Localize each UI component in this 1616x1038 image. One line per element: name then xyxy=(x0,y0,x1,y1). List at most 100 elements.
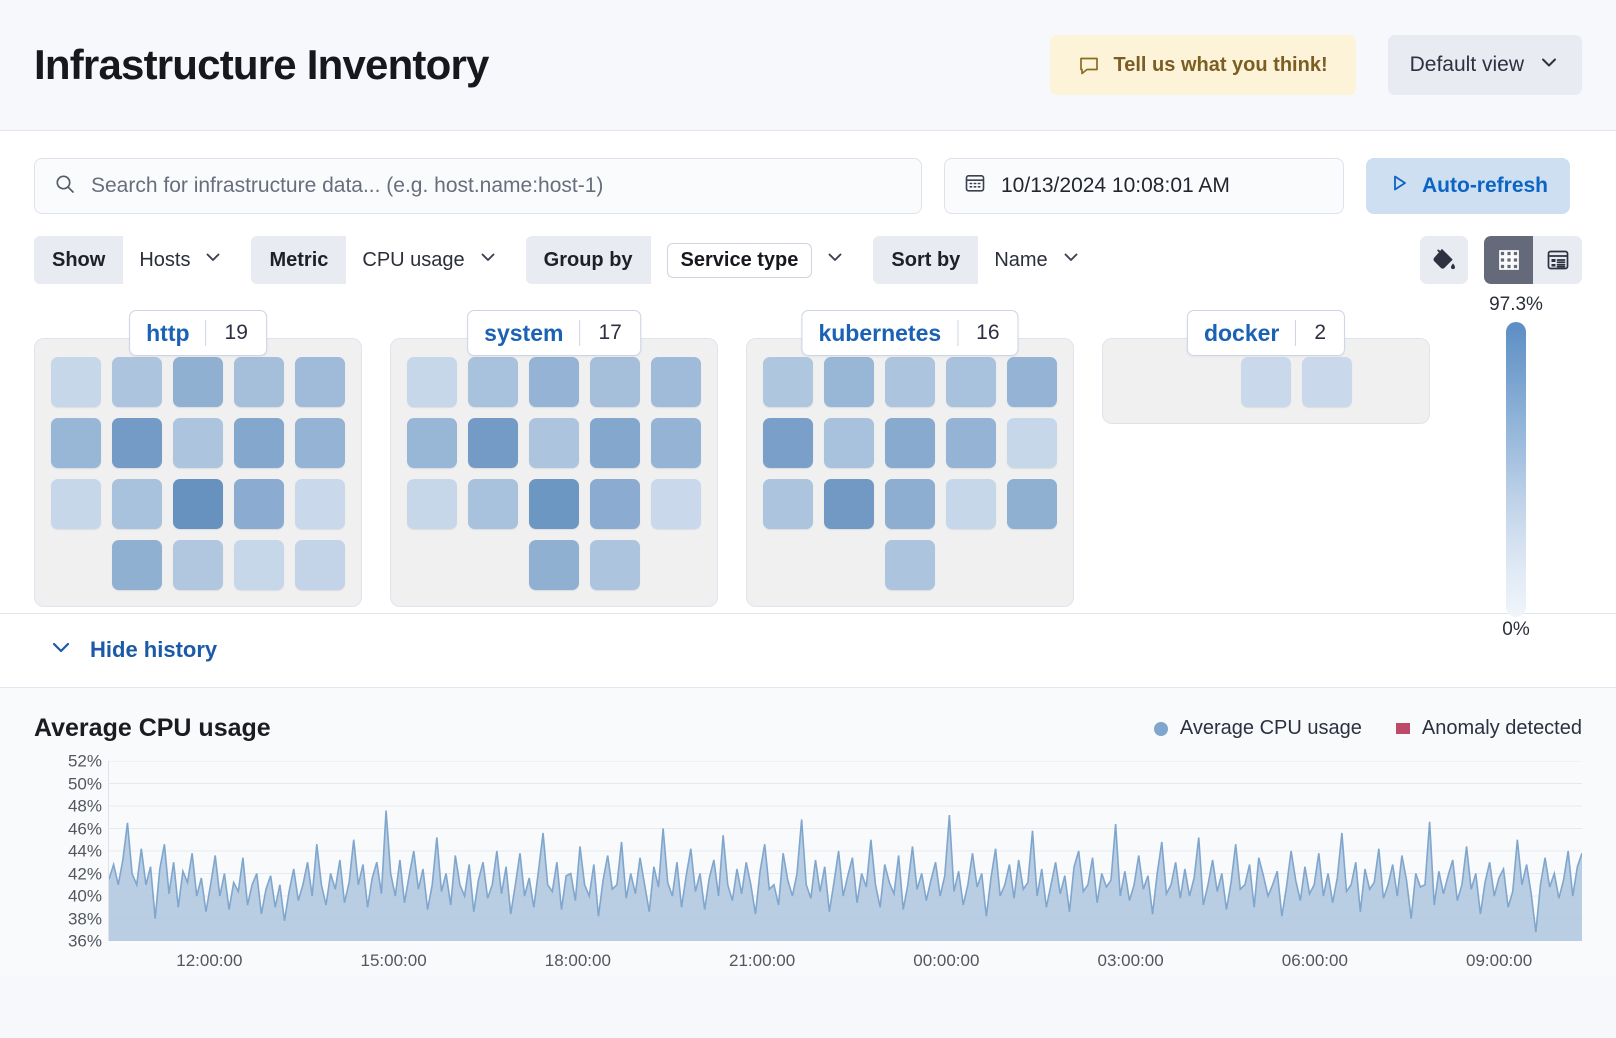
host-tile[interactable] xyxy=(590,357,640,407)
filter-metric[interactable]: Metric CPU usage xyxy=(251,236,514,284)
host-tile[interactable] xyxy=(1007,418,1057,468)
host-tile[interactable] xyxy=(651,479,701,529)
y-axis-tick-label: 36% xyxy=(67,931,102,951)
host-tile[interactable] xyxy=(234,479,284,529)
host-tile[interactable] xyxy=(1007,357,1057,407)
host-tile[interactable] xyxy=(112,540,162,590)
host-tile-grid xyxy=(407,357,701,590)
group-name[interactable]: kubernetes xyxy=(818,319,942,346)
host-tile[interactable] xyxy=(946,479,996,529)
filter-sort-by-value-wrap[interactable]: Name xyxy=(978,236,1097,284)
feedback-button[interactable]: Tell us what you think! xyxy=(1049,35,1356,95)
filter-group-by-value-wrap[interactable]: Service type xyxy=(650,236,862,284)
host-tile[interactable] xyxy=(468,357,518,407)
host-tile[interactable] xyxy=(173,418,223,468)
host-tile[interactable] xyxy=(234,357,284,407)
y-axis-tick-label: 44% xyxy=(67,841,102,861)
host-tile[interactable] xyxy=(885,357,935,407)
host-tile[interactable] xyxy=(651,357,701,407)
filter-metric-value-wrap[interactable]: CPU usage xyxy=(346,236,514,284)
feedback-button-label: Tell us what you think! xyxy=(1113,53,1328,76)
host-tile[interactable] xyxy=(112,418,162,468)
host-tile[interactable] xyxy=(295,479,345,529)
filter-metric-value: CPU usage xyxy=(362,248,465,271)
host-tile[interactable] xyxy=(590,418,640,468)
table-view-icon[interactable] xyxy=(1533,236,1582,284)
group-name[interactable]: http xyxy=(146,319,190,346)
legend-min-value: 0% xyxy=(1502,619,1530,640)
chart-canvas[interactable] xyxy=(108,761,1582,941)
host-tile[interactable] xyxy=(51,418,101,468)
host-tile[interactable] xyxy=(407,479,457,529)
paint-bucket-icon[interactable] xyxy=(1420,236,1468,284)
host-tile[interactable] xyxy=(529,479,579,529)
host-tile[interactable] xyxy=(234,418,284,468)
host-tile[interactable] xyxy=(763,418,813,468)
host-tile[interactable] xyxy=(295,540,345,590)
host-tile[interactable] xyxy=(468,418,518,468)
host-tile[interactable] xyxy=(234,540,284,590)
host-tile[interactable] xyxy=(529,418,579,468)
history-toggle[interactable]: Hide history xyxy=(0,614,1616,688)
chevron-down-icon xyxy=(1061,247,1081,273)
host-tile[interactable] xyxy=(529,357,579,407)
host-tile[interactable] xyxy=(407,357,457,407)
filter-group-by-label: Group by xyxy=(525,236,651,284)
host-tile[interactable] xyxy=(51,479,101,529)
host-tile[interactable] xyxy=(946,357,996,407)
host-tile[interactable] xyxy=(1007,479,1057,529)
host-tile[interactable] xyxy=(407,418,457,468)
x-axis-tick-label: 00:00:00 xyxy=(913,951,980,970)
search-box[interactable] xyxy=(34,158,922,214)
host-tile[interactable] xyxy=(468,479,518,529)
filter-sort-by[interactable]: Sort by Name xyxy=(873,236,1097,284)
host-tile[interactable] xyxy=(590,479,640,529)
host-tile[interactable] xyxy=(590,540,640,590)
grid-view-icon[interactable] xyxy=(1484,236,1533,284)
default-view-label: Default view xyxy=(1409,53,1524,76)
group-name[interactable]: system xyxy=(484,319,564,346)
group-name[interactable]: docker xyxy=(1203,319,1280,346)
view-mode-toggle[interactable] xyxy=(1484,236,1582,284)
host-tile[interactable] xyxy=(885,418,935,468)
x-axis-tick-label: 03:00:00 xyxy=(1097,951,1164,970)
host-tile[interactable] xyxy=(885,479,935,529)
search-input[interactable] xyxy=(91,174,903,198)
filter-show[interactable]: Show Hosts xyxy=(34,236,240,284)
host-tile[interactable] xyxy=(1302,357,1352,407)
host-tile[interactable] xyxy=(824,418,874,468)
host-tile[interactable] xyxy=(173,540,223,590)
host-tile[interactable] xyxy=(51,357,101,407)
host-tile[interactable] xyxy=(295,418,345,468)
host-tile[interactable] xyxy=(763,357,813,407)
host-tile[interactable] xyxy=(112,479,162,529)
chart-title: Average CPU usage xyxy=(34,714,271,742)
filter-group-by[interactable]: Group by Service type xyxy=(525,236,862,284)
host-tile[interactable] xyxy=(112,357,162,407)
host-tile[interactable] xyxy=(763,479,813,529)
host-tile[interactable] xyxy=(295,357,345,407)
y-axis-tick-label: 48% xyxy=(67,796,102,816)
host-tile[interactable] xyxy=(651,418,701,468)
host-tile[interactable] xyxy=(529,540,579,590)
host-tile[interactable] xyxy=(1241,357,1291,407)
filter-show-value-wrap[interactable]: Hosts xyxy=(123,236,240,284)
host-tile[interactable] xyxy=(173,357,223,407)
host-tile[interactable] xyxy=(173,479,223,529)
date-picker[interactable]: 10/13/2024 10:08:01 AM xyxy=(944,158,1344,214)
default-view-button[interactable]: Default view xyxy=(1387,35,1582,95)
host-tile[interactable] xyxy=(885,540,935,590)
host-tile[interactable] xyxy=(824,357,874,407)
auto-refresh-label: Auto-refresh xyxy=(1422,174,1549,197)
host-tile[interactable] xyxy=(946,418,996,468)
host-tile[interactable] xyxy=(824,479,874,529)
y-axis-tick-label: 42% xyxy=(67,864,102,883)
history-toggle-label[interactable]: Hide history xyxy=(90,636,218,662)
auto-refresh-button[interactable]: Auto-refresh xyxy=(1366,158,1571,214)
